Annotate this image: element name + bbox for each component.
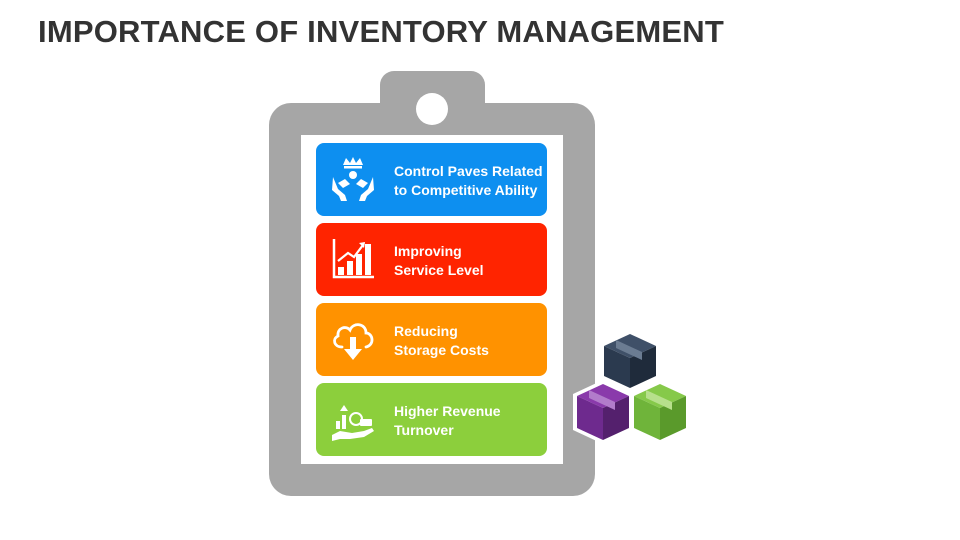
card-competitive-ability: Control Paves Related to Competitive Abi… bbox=[316, 143, 547, 216]
card-label: Improving Service Level bbox=[394, 243, 484, 278]
card-revenue-turnover: Higher Revenue Turnover bbox=[316, 383, 547, 456]
card-service-level: Improving Service Level bbox=[316, 223, 547, 296]
card-label: Higher Revenue Turnover bbox=[394, 403, 501, 438]
card-label: Control Paves Related to Competitive Abi… bbox=[394, 163, 543, 198]
card-label: Reducing Storage Costs bbox=[394, 323, 489, 358]
stacked-boxes-icon bbox=[572, 328, 694, 452]
bar-chart-growth-icon bbox=[328, 235, 378, 285]
card-storage-costs: Reducing Storage Costs bbox=[316, 303, 547, 376]
page-title: IMPORTANCE OF INVENTORY MANAGEMENT bbox=[38, 14, 724, 49]
hands-crown-icon bbox=[328, 155, 378, 205]
hand-money-growth-icon bbox=[328, 395, 378, 445]
clipboard-clip-hole bbox=[416, 93, 448, 125]
cloud-download-icon bbox=[328, 315, 378, 365]
